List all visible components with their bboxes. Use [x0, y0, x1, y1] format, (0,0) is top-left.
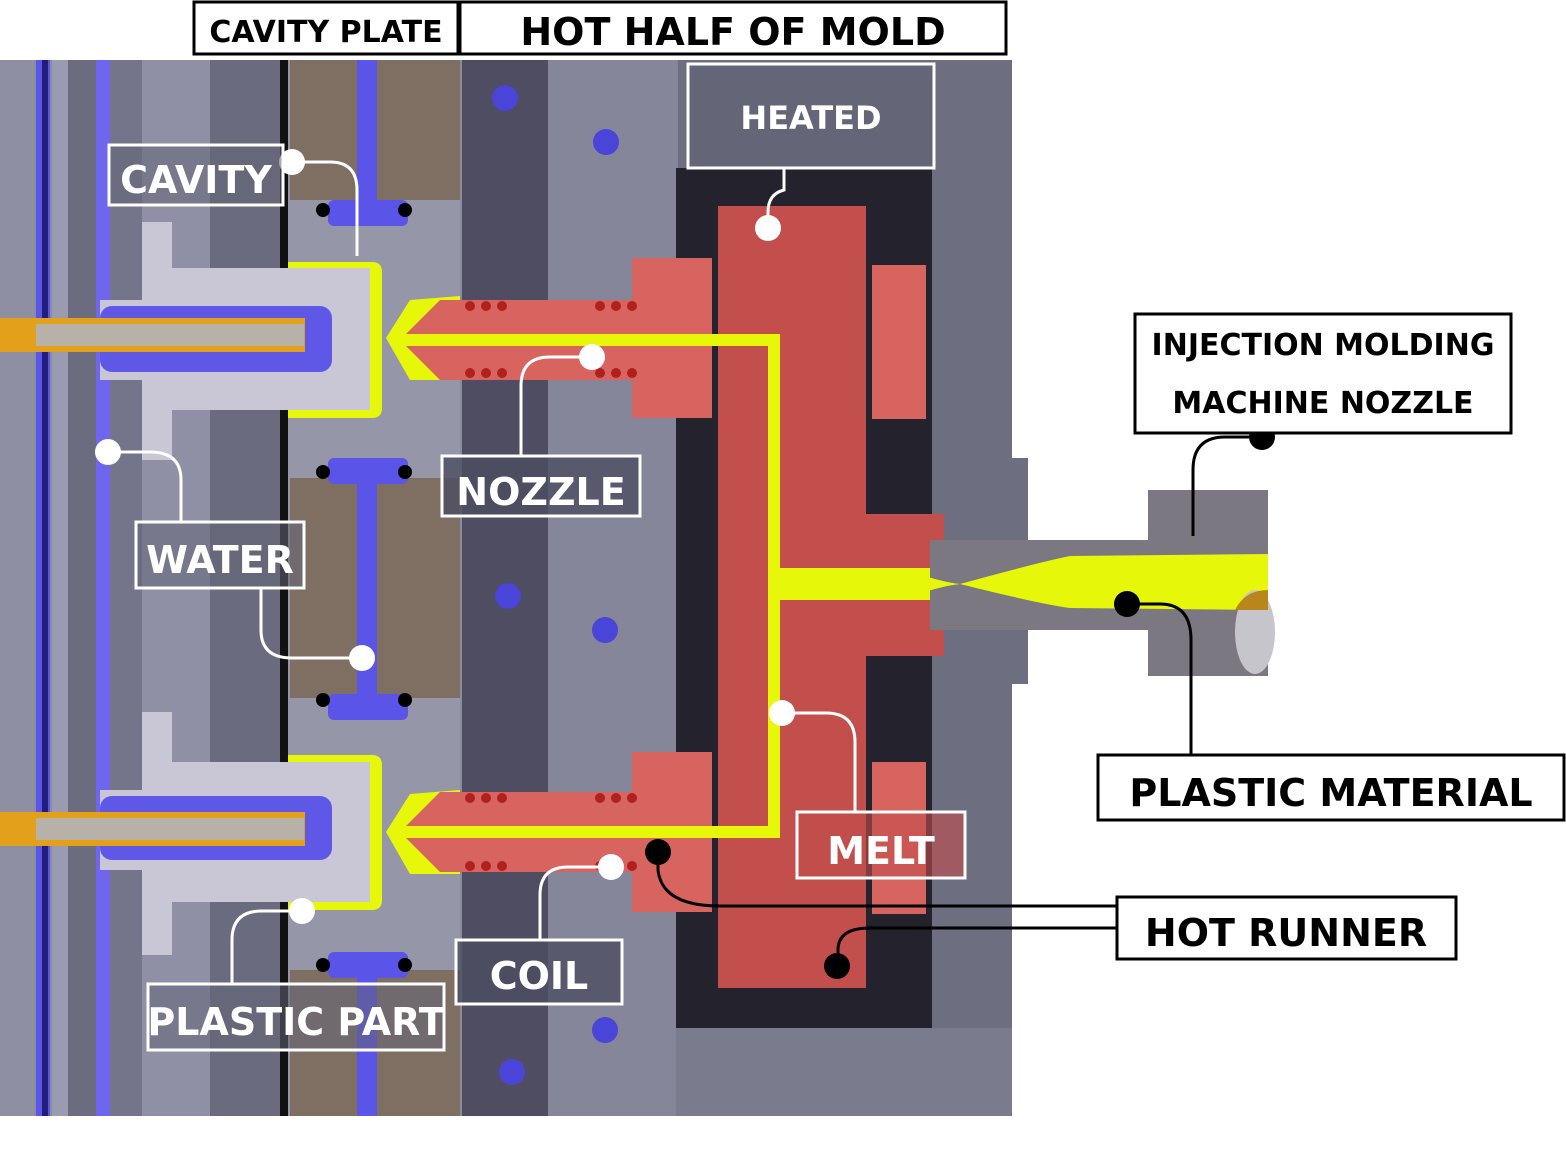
- water-leader-top: [108, 450, 183, 522]
- white-callouts: [108, 160, 857, 984]
- cavity-dot: [279, 149, 305, 175]
- cavity-label: CAVITY: [120, 158, 272, 202]
- cooling-hole: [492, 85, 518, 111]
- nozzle-label-box: [440, 454, 642, 518]
- sprue-and-machine-nozzle: [900, 490, 1275, 676]
- o-ring: [398, 958, 412, 972]
- back-plate-bottom: [676, 1028, 1012, 1116]
- nozzle-leader: [519, 355, 592, 456]
- heated-label: HEATED: [740, 99, 881, 137]
- nozzle-label: NOZZLE: [456, 470, 625, 514]
- coil-dots: [465, 301, 637, 871]
- sprue-melt: [900, 554, 1268, 610]
- water-dot-bottom: [349, 645, 375, 671]
- water-channel-mid: [357, 470, 377, 710]
- machine-nozzle-label-box: [1133, 312, 1513, 435]
- water-channel-top-foot: [328, 200, 408, 226]
- heated-dot: [755, 215, 781, 241]
- machine-nozzle-label-line1: INJECTION MOLDING: [1152, 328, 1495, 363]
- water-line-left-outer-dark: [42, 60, 48, 1116]
- hot-runner-dot-top: [645, 839, 671, 865]
- melt-dot: [769, 700, 795, 726]
- hot-runner-dot-bottom: [824, 953, 850, 979]
- water-line-left-inner: [96, 60, 110, 1116]
- heated-leader: [766, 168, 786, 228]
- coil-leader: [538, 865, 611, 940]
- hot-runner-label: HOT RUNNER: [1145, 911, 1427, 955]
- melt-label-box: [795, 810, 967, 880]
- plastic-part-label: PLASTIC PART: [147, 1000, 444, 1044]
- cooling-hole: [592, 1017, 618, 1043]
- o-ring: [398, 203, 412, 217]
- black-callout-dots: [645, 424, 1275, 979]
- coil-label: COIL: [490, 954, 589, 998]
- machine-nozzle-label-line2: MACHINE NOZZLE: [1172, 386, 1473, 421]
- machine-nozzle-leader: [1191, 435, 1262, 536]
- melt-leader: [782, 711, 857, 812]
- cavity-leader: [292, 160, 359, 256]
- cavity-plate-label: CAVITY PLATE: [209, 15, 442, 50]
- coil-label-box: [454, 938, 624, 1006]
- cavity-bottom: [0, 712, 460, 955]
- nozzle-top-channel: [400, 334, 720, 346]
- nozzle-bottom-channel: [400, 826, 720, 838]
- screw-tip: [1235, 590, 1275, 674]
- hot-runner-leader-top: [656, 852, 1118, 908]
- black-label-boxes: INJECTION MOLDING MACHINE NOZZLE PLASTIC…: [1096, 312, 1566, 961]
- white-callout-dots: [95, 149, 795, 924]
- heated-label-box: [686, 62, 936, 170]
- cooling-hole: [592, 617, 618, 643]
- water-label-box: [134, 520, 306, 590]
- gate-pin-bottom-inner: [36, 818, 304, 840]
- nozzle-dot: [579, 344, 605, 370]
- hot-runner-nozzles: [400, 258, 720, 912]
- o-ring: [316, 693, 330, 707]
- melt-label: MELT: [827, 829, 935, 873]
- hot-half-label-box: [458, 0, 1008, 56]
- cavity-label-box: [107, 143, 285, 207]
- cooling-hole: [499, 1059, 525, 1085]
- coil-dot: [598, 854, 624, 880]
- manifold-side-block-top: [872, 265, 926, 419]
- ejector-plate-left: [0, 60, 34, 1116]
- white-label-boxes: CAVITY WATER NOZZLE HEATED MELT COIL PLA…: [107, 62, 967, 1052]
- o-ring: [316, 203, 330, 217]
- water-channel-top: [357, 60, 377, 220]
- left-strip: [52, 60, 68, 1116]
- header-labels: CAVITY PLATE HOT HALF OF MOLD: [192, 0, 1008, 56]
- plastic-material-dot: [1114, 591, 1140, 617]
- plastic-material-label-box: [1096, 753, 1566, 822]
- o-ring: [316, 958, 330, 972]
- water-leader-bottom: [259, 588, 362, 660]
- gate-pin-top-inner: [36, 324, 304, 346]
- cooling-hole: [495, 583, 521, 609]
- hot-runner-label-box: [1115, 895, 1458, 961]
- hot-runner-leader-bottom: [836, 926, 1118, 964]
- cavity-plate-label-box: [192, 0, 460, 56]
- black-callouts: [656, 435, 1262, 964]
- water-dot-top: [95, 439, 121, 465]
- plastic-material-label: PLASTIC MATERIAL: [1129, 771, 1532, 815]
- plastic-material-leader: [1127, 602, 1193, 754]
- plastic-part-leader: [230, 909, 302, 984]
- water-channel-mid-bottom: [328, 694, 408, 720]
- screw-tip-orange: [1235, 590, 1268, 610]
- cooling-hole: [593, 129, 619, 155]
- o-ring: [398, 693, 412, 707]
- o-ring: [398, 465, 412, 479]
- core-plate-dark: [68, 60, 100, 1116]
- water-label: WATER: [146, 538, 294, 582]
- plastic-part-dot: [289, 898, 315, 924]
- plastic-part-label-box: [146, 982, 446, 1052]
- o-ring: [316, 465, 330, 479]
- hot-half-label: HOT HALF OF MOLD: [520, 10, 945, 54]
